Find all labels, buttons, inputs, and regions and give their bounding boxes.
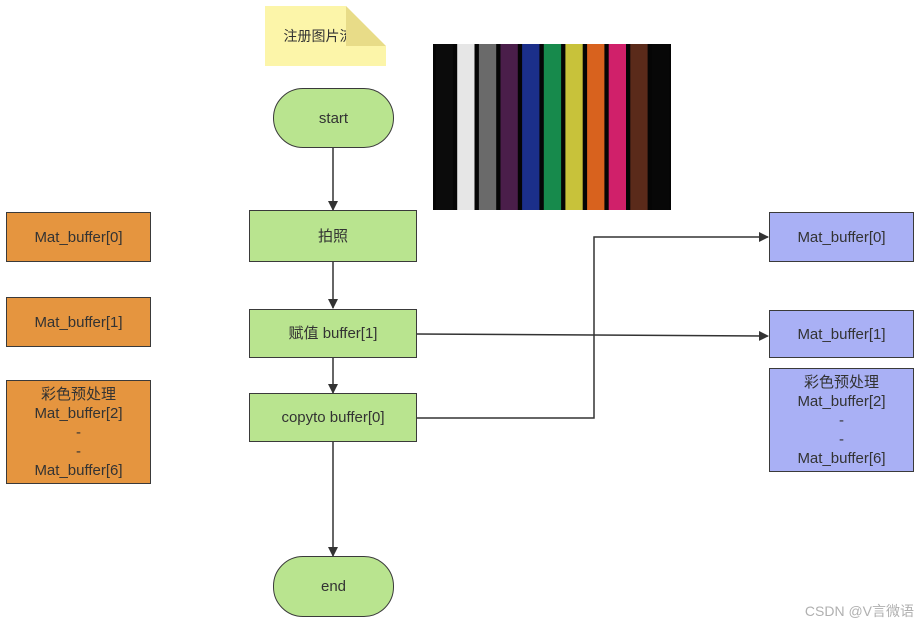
- start-label: start: [318, 109, 349, 127]
- image-stripe: [435, 44, 453, 210]
- image-stripe: [457, 44, 475, 210]
- color-stripes-image: [433, 44, 671, 210]
- left-buffer-group: 彩色预处理 Mat_buffer[2] - - Mat_buffer[6]: [6, 380, 151, 484]
- right-group-last: Mat_buffer[6]: [797, 449, 886, 467]
- copy-label: copyto buffer[0]: [281, 409, 385, 426]
- arrow-copy-to-right-b0: [416, 232, 769, 419]
- right-group-dash: -: [839, 430, 844, 448]
- assign-node: 赋值 buffer[1]: [249, 309, 417, 358]
- photo-node: 拍照: [249, 210, 417, 262]
- left-group-last: Mat_buffer[6]: [34, 461, 123, 479]
- image-stripe: [608, 44, 626, 210]
- left-group-dash: -: [76, 442, 81, 460]
- image-stripe: [522, 44, 540, 210]
- right-buffer-0: Mat_buffer[0]: [769, 212, 914, 262]
- left-buffer-1-label: Mat_buffer[1]: [34, 313, 123, 331]
- left-buffer-1: Mat_buffer[1]: [6, 297, 151, 347]
- right-group-dash: -: [839, 411, 844, 429]
- start-node: start: [273, 88, 394, 148]
- image-stripe: [478, 44, 497, 210]
- image-stripe: [500, 44, 518, 210]
- left-buffer-0-label: Mat_buffer[0]: [34, 228, 123, 246]
- photo-label: 拍照: [317, 227, 348, 245]
- image-stripe: [630, 44, 648, 210]
- arrow-assign-to-right-b1: [415, 330, 769, 341]
- assign-label: 赋值 buffer[1]: [288, 325, 378, 342]
- note-fold: [346, 6, 386, 46]
- end-node: end: [273, 556, 394, 617]
- right-buffer-0-label: Mat_buffer[0]: [797, 228, 886, 246]
- left-buffer-0: Mat_buffer[0]: [6, 212, 151, 262]
- image-stripe: [565, 44, 583, 210]
- right-group-title: 彩色预处理: [803, 373, 879, 391]
- right-buffer-1-label: Mat_buffer[1]: [797, 325, 886, 343]
- left-group-first: Mat_buffer[2]: [34, 404, 123, 422]
- image-stripe: [543, 44, 562, 210]
- title-note: 注册图片流程: [265, 6, 386, 66]
- image-stripe: [587, 44, 605, 210]
- left-group-title: 彩色预处理: [40, 385, 116, 403]
- watermark: CSDN @V言微语: [804, 603, 914, 619]
- image-stripe: [652, 44, 670, 210]
- copy-node: copyto buffer[0]: [249, 393, 417, 442]
- right-buffer-group: 彩色预处理 Mat_buffer[2] - - Mat_buffer[6]: [769, 368, 914, 472]
- right-buffer-1: Mat_buffer[1]: [769, 310, 914, 358]
- end-label: end: [320, 578, 347, 595]
- left-group-dash: -: [76, 423, 81, 441]
- right-group-first: Mat_buffer[2]: [797, 392, 886, 410]
